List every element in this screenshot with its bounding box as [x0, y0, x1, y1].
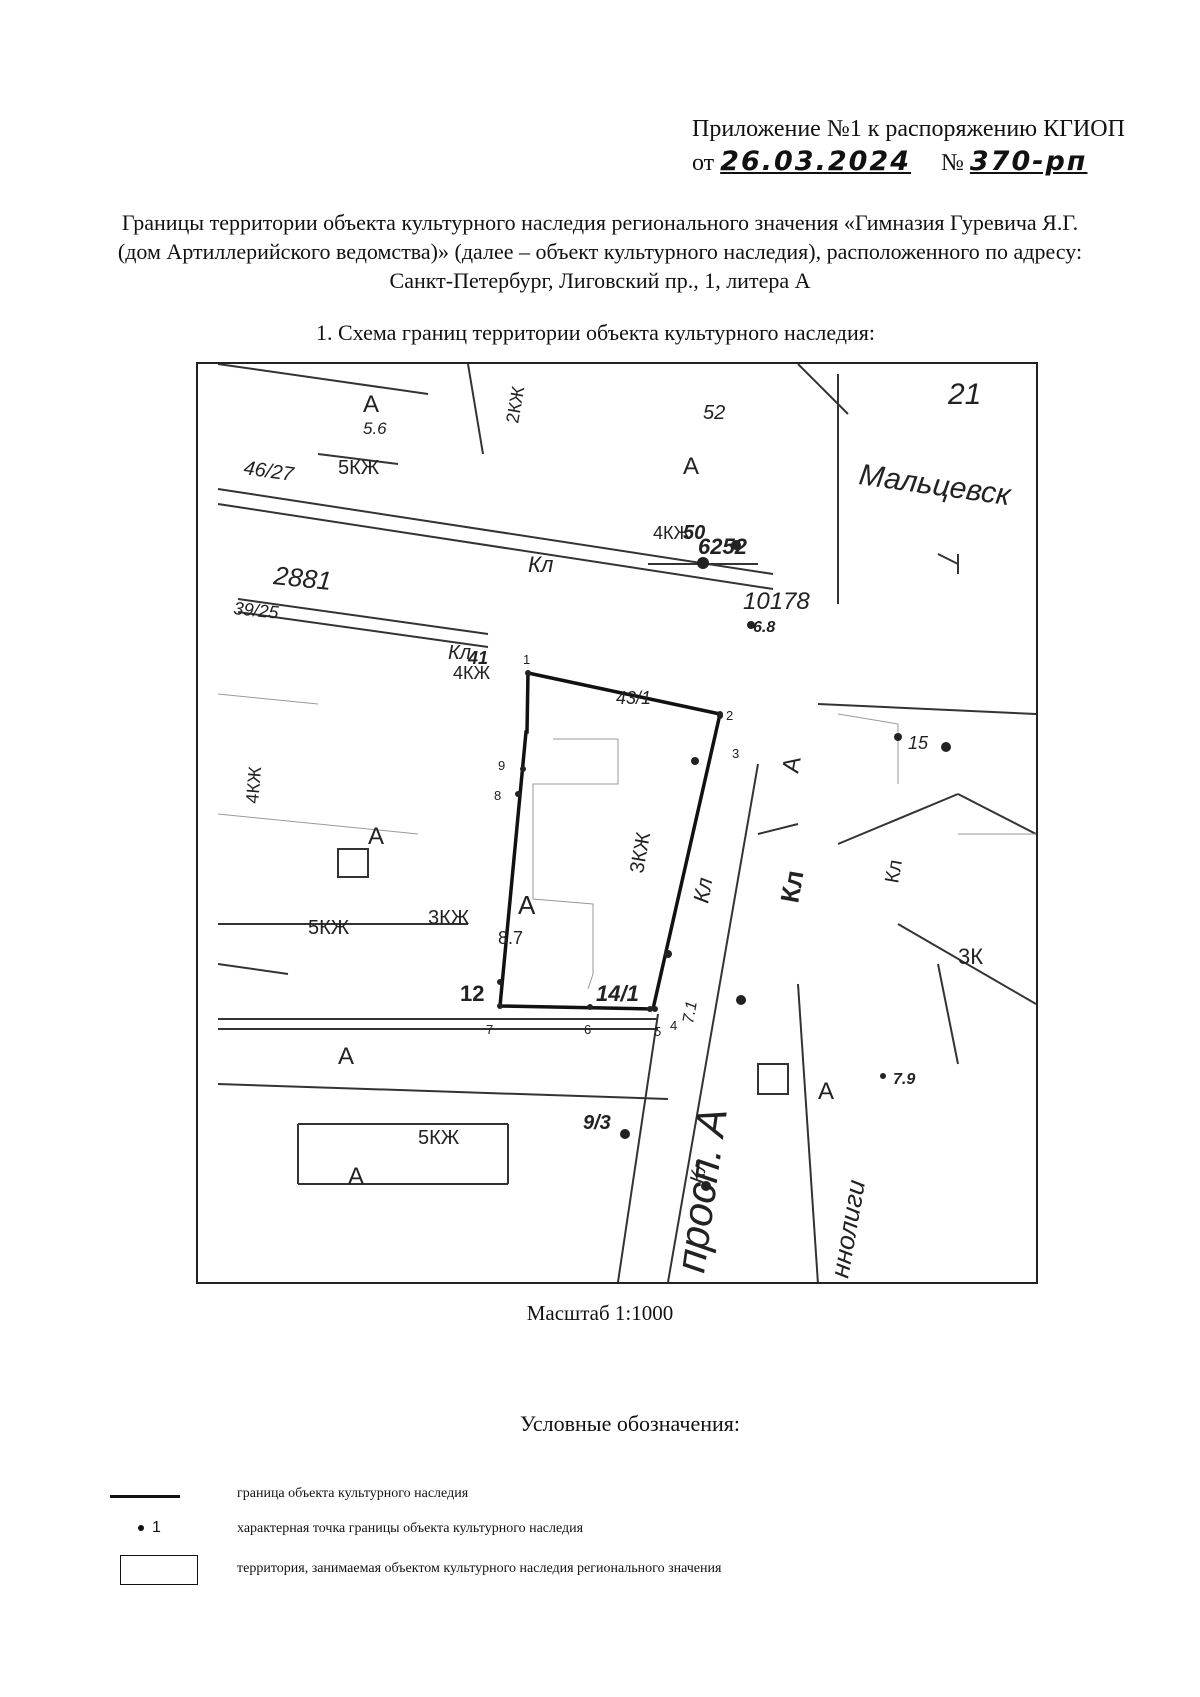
- survey-dots: [497, 540, 951, 1191]
- boundary-point-8: [515, 791, 521, 797]
- point-label-2: 2: [726, 708, 733, 723]
- legend-text-territory: территория, занимаемая объектом культурн…: [237, 1561, 722, 1576]
- point-label-8: 8: [494, 788, 501, 803]
- floors-label: 4КЖ: [453, 663, 490, 683]
- cadastral-number: 2881: [271, 560, 333, 596]
- boundary-point-1: [525, 670, 531, 676]
- territory-area-symbol: [120, 1555, 198, 1585]
- order-number: 370-рп: [969, 146, 1088, 177]
- section-heading: 1. Схема границ территории объекта культ…: [316, 320, 876, 345]
- floors-label: 5КЖ: [418, 1127, 460, 1149]
- legend-row-point: 1 характерная точка границы объекта куль…: [110, 1515, 1090, 1549]
- building-letter: А: [368, 823, 384, 850]
- boundary-point-7: [497, 1003, 503, 1009]
- boundary-point-6: [587, 1004, 593, 1010]
- point-label-1: 1: [523, 652, 530, 667]
- floors-label: 2КЖ: [502, 384, 528, 424]
- point-label-4: 4: [670, 1018, 677, 1033]
- house-number: 14/1: [596, 981, 639, 1006]
- number-prefix: №: [940, 150, 964, 176]
- floors-label: 5КЖ: [308, 917, 350, 939]
- legend-row-boundary: граница объекта культурного наследия: [110, 1480, 1090, 1514]
- appendix-header: Приложение №1 к распоряжению КГИОП: [692, 116, 1125, 142]
- boundary-point-3: [717, 713, 723, 719]
- house-number: 52: [703, 402, 725, 424]
- building-letter: А: [818, 1078, 834, 1105]
- order-date: 26.03.2024: [720, 146, 911, 177]
- legend-text-boundary: граница объекта культурного наследия: [237, 1486, 469, 1501]
- material-label: Кл: [448, 642, 471, 664]
- street-label-bottom-right: ннолиги: [824, 1177, 871, 1280]
- point-label-6: 6: [584, 1022, 591, 1037]
- building-letter: А: [683, 453, 699, 480]
- building-letter: А: [363, 391, 379, 418]
- floors-label-main: 3КЖ: [626, 830, 655, 875]
- point-label-5: 5: [654, 1024, 661, 1039]
- boundary-points: [497, 670, 723, 1012]
- elevation-mark: 8.7: [498, 928, 523, 948]
- floors-label: 3КЖ: [428, 907, 470, 929]
- building-letter-main: А: [518, 890, 536, 920]
- point-label-7: 7: [486, 1022, 493, 1037]
- elevation-mark: 7.1: [680, 1000, 701, 1025]
- boundary-point-symbol: 1: [138, 1519, 161, 1537]
- material-label: Кл: [881, 858, 907, 885]
- map-background: [217, 364, 1036, 1282]
- house-number: 50: [683, 522, 705, 544]
- point-dot-icon: [138, 1524, 144, 1531]
- floors-label: 4КЖ: [653, 523, 690, 543]
- building-letter: А: [348, 1163, 364, 1190]
- house-number: 9/3: [583, 1112, 611, 1134]
- elevation-mark: 7.9: [893, 1071, 915, 1088]
- street-label-prospekt: просп. А: [666, 1105, 736, 1275]
- point-label-9: 9: [498, 758, 505, 773]
- building-letter: А: [338, 1043, 354, 1070]
- order-date-number: от 26.03.2024 № 370-рп: [692, 146, 1087, 177]
- house-number: 41: [467, 648, 488, 668]
- house-number: 39/25: [233, 598, 281, 623]
- house-number: 15: [908, 733, 929, 753]
- material-label: Кл: [528, 552, 553, 577]
- legend-row-territory: территория, занимаемая объектом культурн…: [110, 1555, 1090, 1589]
- house-number: 43/1: [616, 688, 651, 708]
- boundary-point-9: [520, 766, 526, 772]
- legend-title: Условные обозначения:: [519, 1411, 741, 1436]
- cadastral-number: 10178: [743, 588, 810, 615]
- boundary-point-4: [652, 1006, 658, 1012]
- from-prefix: от: [692, 150, 715, 176]
- document-title: Границы территории объекта культурного н…: [117, 210, 1083, 293]
- boundary-line-symbol: [110, 1495, 180, 1498]
- material-label: Кл: [774, 868, 809, 905]
- neighbor-building-outlines: [217, 693, 1036, 990]
- point-label-3: 3: [732, 746, 739, 761]
- house-number: 12: [460, 981, 484, 1006]
- boundary-map: 1 2 3 4 5 6 7 8 9 Мальцевск просп. А нно…: [196, 362, 1038, 1284]
- house-number: 46/27: [242, 457, 295, 486]
- material-label: Кл: [688, 876, 717, 905]
- map-scale: Масштаб 1:1000: [526, 1301, 674, 1325]
- floors-label: 5КЖ: [338, 457, 380, 479]
- boundary-point-5: [647, 1006, 653, 1012]
- house-number: 21: [947, 378, 981, 411]
- floors-label: 3К: [958, 944, 983, 969]
- elevation-mark: 6.8: [753, 619, 775, 636]
- elevation-mark: 5.6: [363, 419, 387, 438]
- material-label: Кл: [686, 1158, 712, 1185]
- floors-label: 4КЖ: [242, 765, 265, 804]
- building-letter: А: [777, 755, 806, 775]
- street-label-maltsevsk: Мальцевск: [857, 458, 1014, 512]
- legend-text-point: характерная точка границы объекта культу…: [237, 1521, 584, 1536]
